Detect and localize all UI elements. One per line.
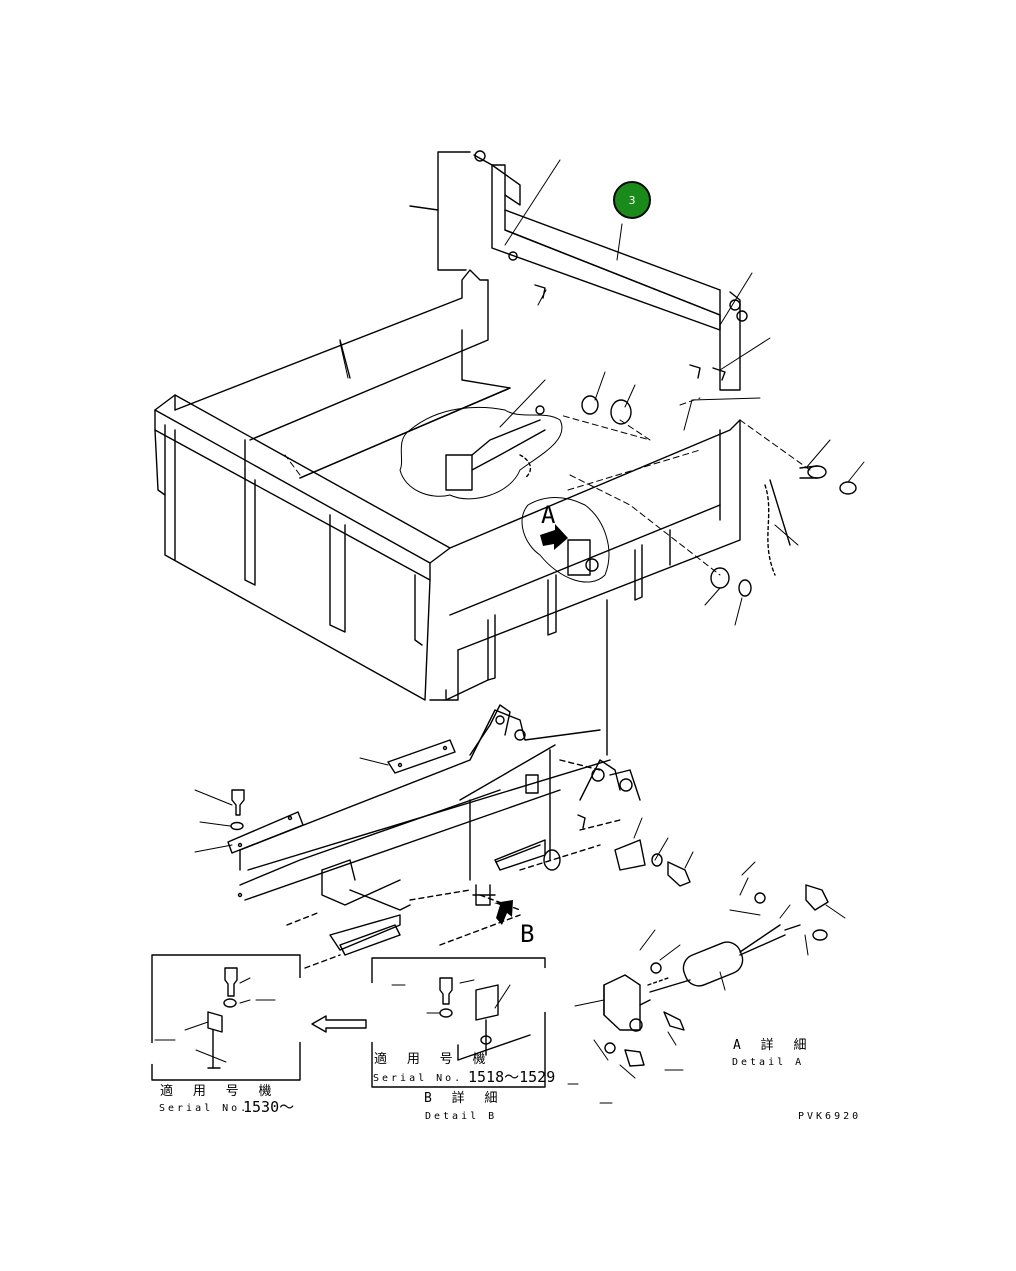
detail-b-jp: B 詳 細: [424, 1091, 504, 1106]
tailgate: [473, 150, 748, 391]
applicable-jp-b: 適 用 号 機: [374, 1052, 492, 1067]
serial-c-prefix: Serial No.: [159, 1103, 250, 1114]
serial-b-prefix: Serial No.: [373, 1073, 464, 1084]
chassis-frame: [239, 704, 691, 969]
arrow-a-label: A: [541, 501, 556, 529]
callout-number-3[interactable]: 3: [613, 181, 651, 219]
dump-body: [154, 269, 791, 701]
applicable-jp-c: 適 用 号 機: [160, 1084, 278, 1099]
serial-b-range: 1518～1529: [468, 1068, 556, 1086]
arrow-b-label: B: [520, 920, 535, 948]
detail-a-en: Detail A: [732, 1057, 805, 1068]
detail-a: [603, 884, 829, 1067]
detail-a-jp: A 詳 細: [733, 1038, 813, 1053]
detail-b-en: Detail B: [425, 1111, 498, 1122]
arrow-b-icon: [494, 900, 513, 925]
drawing-code: PVK6920: [798, 1111, 862, 1122]
cylinder-assembly: [445, 405, 546, 491]
arrow-a-icon: [540, 524, 568, 550]
detail-serial-1530-box: [151, 954, 301, 1081]
serial-c-range: 1530～: [243, 1098, 295, 1116]
